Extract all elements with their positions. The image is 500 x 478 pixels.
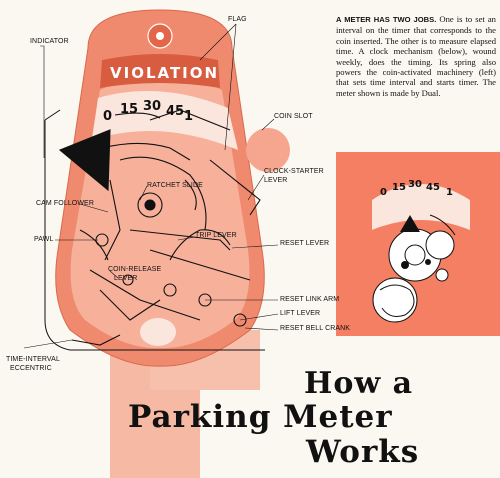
callout-reset-link-arm: RESET LINK ARM [280,296,340,303]
dial-number: 15 [120,102,138,117]
dial-number: 45 [166,104,184,119]
callout-coin-slot: COIN SLOT [274,113,313,120]
dial-number: 0 [103,109,112,124]
clock-mechanism [372,214,456,323]
intro-body: One is to set an interval on the timer t… [336,14,496,98]
violation-flag [100,54,220,88]
callout-trip-lever: TRIP LEVER [195,232,237,239]
callout-clock-starter-lever-2: LEVER [264,177,288,184]
article-title-line-1: How a [304,366,414,401]
callout-indicator: INDICATOR [30,38,69,45]
inset-dial [372,184,470,230]
callout-ratchet-slide: RATCHET SLIDE [147,182,203,189]
violation-flag-text: VIOLATION [110,64,220,82]
inset-dial-number: 30 [408,179,422,190]
intro-heading: A METER HAS TWO JOBS. [336,15,437,24]
callout-time-interval-eccentric: TIME-INTERVAL [6,356,60,363]
intro-paragraph: A METER HAS TWO JOBS. One is to set an i… [336,14,496,98]
callout-flag: FLAG [228,16,247,23]
callout-lift-lever: LIFT LEVER [280,310,321,317]
callout-leaders [23,23,279,349]
coin-slot-shape [246,128,290,172]
callout-pawl: PAWL [34,236,54,243]
meter-emblem-center [156,32,164,40]
dial-face [92,90,238,150]
article-title-line-2: Parking Meter [128,399,393,435]
inset-dial-number: 15 [392,182,406,193]
mechanism-drawing [58,109,261,346]
article-title-line-3: Works [306,434,420,470]
meter-key-knob [140,318,176,346]
inset-dial-number: 0 [380,187,387,198]
dial-numbers: 0 15 30 45 1 [103,99,193,124]
mechanism-frame [44,109,265,351]
inset-dial-number: 1 [446,187,453,198]
callout-clock-starter-lever: CLOCK-STARTER [264,168,324,175]
dial-number: 30 [143,99,161,114]
callout-time-interval-eccentric-2: ECCENTRIC [10,365,52,372]
callout-reset-bell-crank: RESET BELL CRANK [280,325,351,332]
callout-coin-release-lever: COIN-RELEASE [108,266,162,273]
inset-dial-numbers: 0 15 30 45 1 [380,179,453,198]
dial-number: 1 [184,109,193,124]
inset-dial-number: 45 [426,182,440,193]
callout-cam-follower: CAM FOLLOWER [36,200,94,207]
callout-coin-release-lever-2: LEVER [114,275,138,282]
callout-reset-lever: RESET LEVER [280,240,330,247]
